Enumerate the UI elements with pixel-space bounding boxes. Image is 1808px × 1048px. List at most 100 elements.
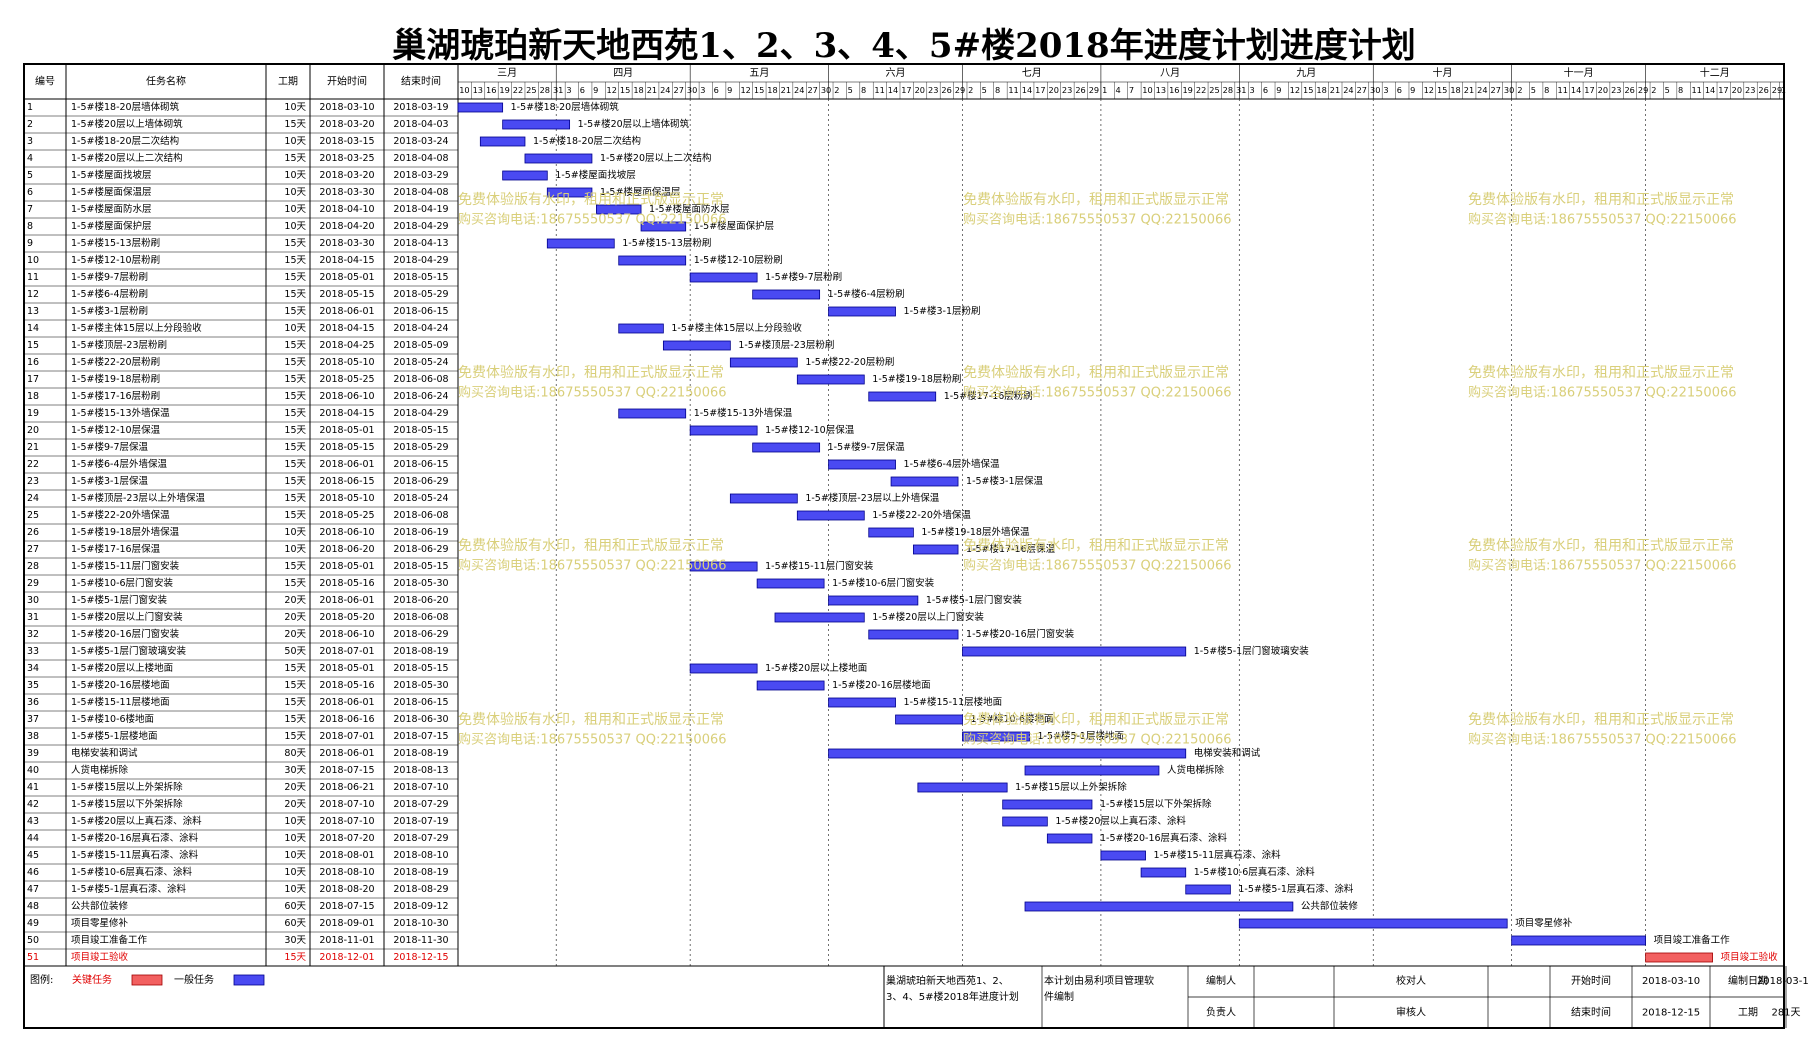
legend-normal-swatch [233, 974, 265, 986]
watermark: 免费体验版有水印，租用和正式版显示正常 [963, 192, 1229, 208]
day-tick-label: 21 [647, 85, 657, 95]
watermark: 购买咨询电话:18675550537 QQ:22150066 [963, 385, 1232, 401]
legend-critical-swatch [131, 974, 163, 986]
task-bar [828, 697, 896, 708]
day-tick-label: 29 [955, 85, 965, 95]
task-end: 2018-08-19 [393, 646, 448, 657]
task-bar [1024, 901, 1294, 912]
task-id: 51 [27, 952, 39, 963]
day-tick-label: 27 [1491, 85, 1501, 95]
task-id: 45 [27, 850, 39, 861]
day-tick-label: 24 [794, 85, 804, 95]
task-end: 2018-06-24 [393, 391, 448, 402]
day-tick-label: 23 [928, 85, 938, 95]
day-tick-label: 28 [540, 85, 550, 95]
task-bar-label: 1-5#楼9-7层粉刷 [765, 271, 842, 283]
task-duration: 15天 [284, 697, 306, 708]
day-tick-label: 18 [633, 85, 643, 95]
task-duration: 10天 [284, 102, 306, 113]
day-tick-label: 11 [1558, 85, 1568, 95]
task-end: 2018-05-15 [393, 272, 448, 283]
day-tick-label: 27 [807, 85, 817, 95]
day-tick-label: 31 [1236, 85, 1246, 95]
day-tick-label: 17 [1584, 85, 1594, 95]
task-end: 2018-07-29 [393, 833, 448, 844]
task-duration: 20天 [284, 595, 306, 606]
task-name: 1-5#楼20-16层楼地面 [71, 679, 170, 691]
task-bar-label: 1-5#楼20层以上墙体砌筑 [578, 118, 690, 130]
task-name: 1-5#楼20层以上门窗安装 [71, 611, 183, 623]
task-duration: 10天 [284, 867, 306, 878]
task-name: 1-5#楼10-6层门窗安装 [71, 577, 174, 589]
day-tick-label: 15 [1437, 85, 1447, 95]
day-tick-label: 20 [1049, 85, 1059, 95]
day-tick-label: 3 [700, 85, 705, 95]
day-tick-label: 17 [901, 85, 911, 95]
task-name: 1-5#楼19-18层粉刷 [71, 373, 160, 385]
task-duration: 10天 [284, 323, 306, 334]
day-tick-label: 10 [459, 85, 469, 95]
day-tick-label: 8 [1678, 85, 1683, 95]
day-tick-label: 6 [580, 85, 585, 95]
day-tick-label: 2 [968, 85, 973, 95]
task-duration: 15天 [284, 272, 306, 283]
task-bar [689, 663, 758, 674]
task-end: 2018-06-15 [393, 459, 448, 470]
task-bar-label: 项目竣工准备工作 [1654, 934, 1731, 946]
task-name: 1-5#楼6-4层外墙保温 [71, 458, 167, 470]
task-name: 1-5#楼5-1层真石漆、涂料 [71, 883, 186, 895]
task-bar-label: 1-5#楼20层以上门窗安装 [872, 611, 984, 623]
task-id: 27 [27, 544, 39, 555]
footer-project-line1: 巢湖琥珀新天地西苑1、2、 [886, 974, 1009, 987]
task-id: 46 [27, 867, 39, 878]
task-bar-label: 1-5#楼18-20层二次结构 [533, 135, 641, 147]
month-label: 十二月 [1700, 66, 1730, 79]
task-bar [962, 731, 1030, 742]
task-name: 1-5#楼3-1层保温 [71, 475, 148, 487]
task-duration: 15天 [284, 578, 306, 589]
task-start: 2018-07-01 [319, 646, 374, 657]
task-start: 2018-05-01 [319, 663, 374, 674]
task-bar [1100, 850, 1146, 861]
task-id: 50 [27, 935, 39, 946]
task-bar-label: 1-5#楼17-16层保温 [966, 543, 1056, 555]
watermark: 免费体验版有水印，租用和正式版显示正常 [458, 192, 724, 208]
task-id: 11 [27, 272, 39, 283]
task-duration: 15天 [284, 391, 306, 402]
day-tick-label: 3 [1249, 85, 1254, 95]
task-duration: 10天 [284, 884, 306, 895]
task-start: 2018-05-01 [319, 272, 374, 283]
day-tick-label: 7 [1129, 85, 1134, 95]
task-bar-label: 1-5#楼20层以上楼地面 [765, 662, 867, 674]
task-name: 1-5#楼20-16层真石漆、涂料 [71, 832, 199, 844]
task-start: 2018-12-01 [319, 952, 374, 963]
task-id: 48 [27, 901, 39, 912]
task-name: 1-5#楼10-6楼地面 [71, 713, 154, 725]
task-end: 2018-08-13 [393, 765, 448, 776]
day-tick-label: 14 [888, 85, 898, 95]
day-tick-label: 13 [1156, 85, 1166, 95]
task-duration: 15天 [284, 425, 306, 436]
task-end: 2018-06-08 [393, 374, 448, 385]
day-tick-label: 19 [1182, 85, 1192, 95]
task-id: 18 [27, 391, 39, 402]
task-id: 20 [27, 425, 39, 436]
task-name: 1-5#楼12-10层粉刷 [71, 254, 160, 266]
task-start: 2018-06-01 [319, 306, 374, 317]
task-start: 2018-06-01 [319, 697, 374, 708]
task-bar [546, 187, 593, 198]
task-duration: 15天 [284, 306, 306, 317]
day-tick-label: 10 [1142, 85, 1152, 95]
task-name: 1-5#楼主体15层以上分段验收 [71, 322, 202, 334]
day-tick-label: 25 [1209, 85, 1219, 95]
day-tick-label: 30 [1370, 85, 1380, 95]
task-id: 31 [27, 612, 39, 623]
task-start: 2018-06-10 [319, 391, 374, 402]
task-start: 2018-05-10 [319, 357, 374, 368]
day-tick-label: 27 [674, 85, 684, 95]
task-id: 3 [27, 136, 33, 147]
day-tick-label: 21 [1330, 85, 1340, 95]
task-duration: 15天 [284, 408, 306, 419]
day-tick-label: 17 [1718, 85, 1728, 95]
task-name: 1-5#楼18-20层墙体砌筑 [71, 101, 180, 113]
